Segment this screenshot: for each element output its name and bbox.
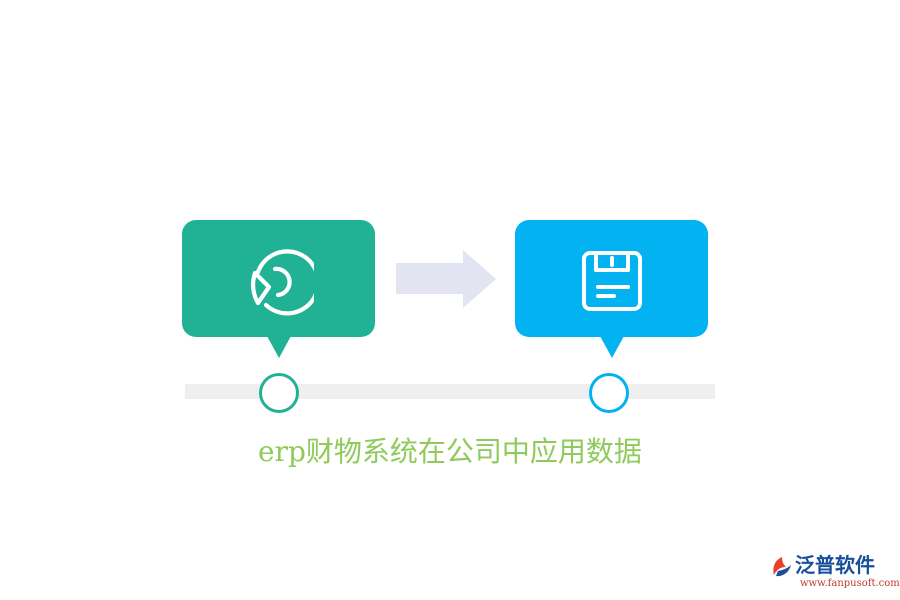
- floppy-disk-icon: [582, 251, 642, 311]
- step-2-callout: [515, 220, 708, 358]
- brand-url: www.fanpusoft.com: [800, 578, 900, 589]
- brand-watermark: 泛普软件 www.fanpusoft.com: [770, 553, 900, 595]
- timeline-track: [185, 384, 715, 399]
- diagram-caption: erp财物系统在公司中应用数据: [258, 435, 642, 468]
- step-1-node: [259, 373, 299, 413]
- pie-chart-icon: [250, 249, 314, 316]
- brand-logo-icon: [773, 557, 791, 577]
- right-arrow-icon: [396, 250, 496, 312]
- brand-name: 泛普软件: [795, 553, 875, 577]
- step-2-node: [589, 373, 629, 413]
- step-1-callout: [182, 220, 375, 358]
